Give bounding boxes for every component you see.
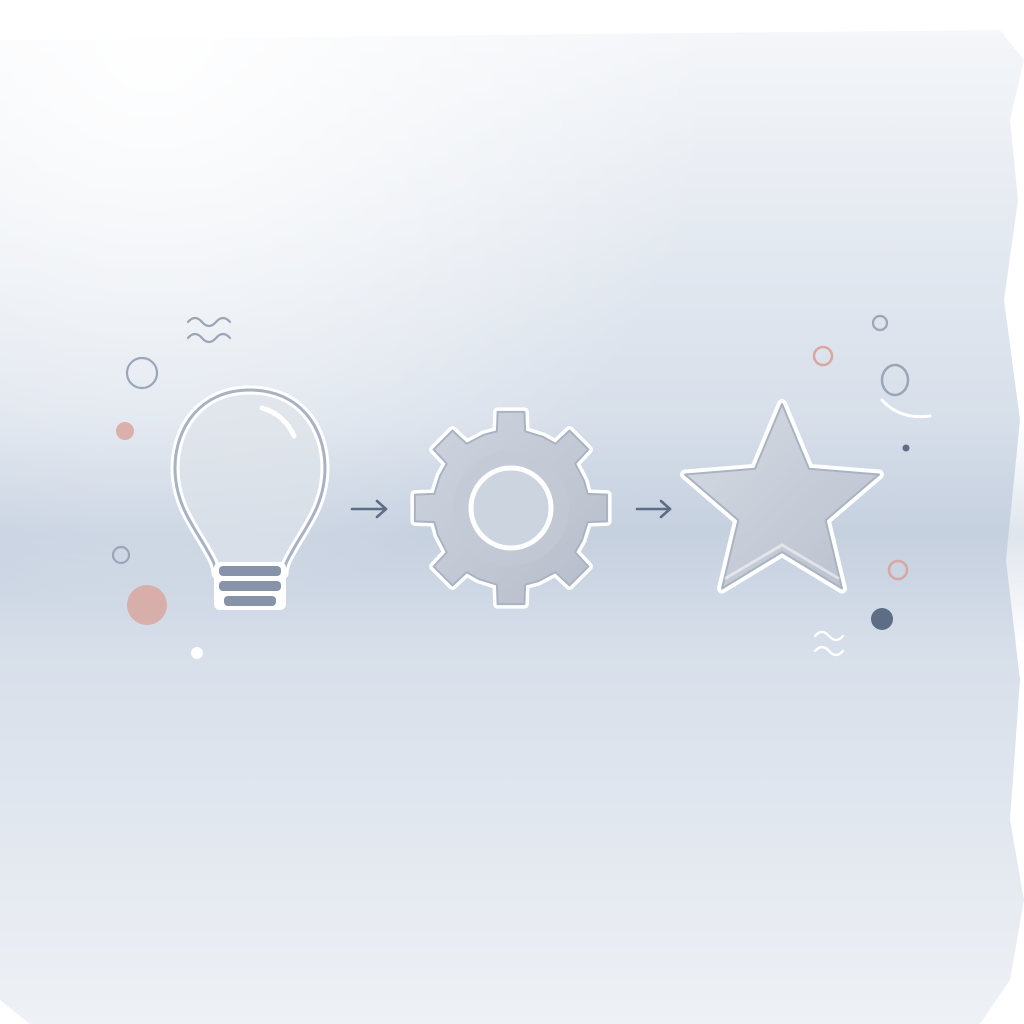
arrow-right-icon xyxy=(350,499,388,519)
star-body xyxy=(684,403,880,590)
dot-icon xyxy=(871,608,893,630)
ring-icon xyxy=(880,363,910,397)
decorative-doodles-left xyxy=(111,316,232,565)
dot-icon xyxy=(902,444,910,452)
star-highlight xyxy=(724,543,840,580)
ring-icon xyxy=(812,345,834,367)
dot-icon xyxy=(127,585,167,625)
wave-icon xyxy=(813,645,845,657)
gear-hole xyxy=(468,465,554,551)
lightbulb-icon xyxy=(170,385,330,610)
swoosh-icon xyxy=(880,398,932,419)
gear-icon xyxy=(410,407,612,609)
star-icon xyxy=(680,399,884,594)
decorative-doodles-right xyxy=(812,314,932,657)
ring-icon xyxy=(871,314,889,332)
dot-icon xyxy=(191,647,203,659)
wave-icon xyxy=(813,630,845,642)
ring-icon xyxy=(111,545,131,565)
ring-icon xyxy=(887,559,909,581)
wave-icon xyxy=(186,316,232,328)
arrow-right-icon xyxy=(635,499,672,519)
wave-icon xyxy=(186,332,232,344)
dot-icon xyxy=(116,422,134,440)
ring-icon xyxy=(125,356,159,390)
